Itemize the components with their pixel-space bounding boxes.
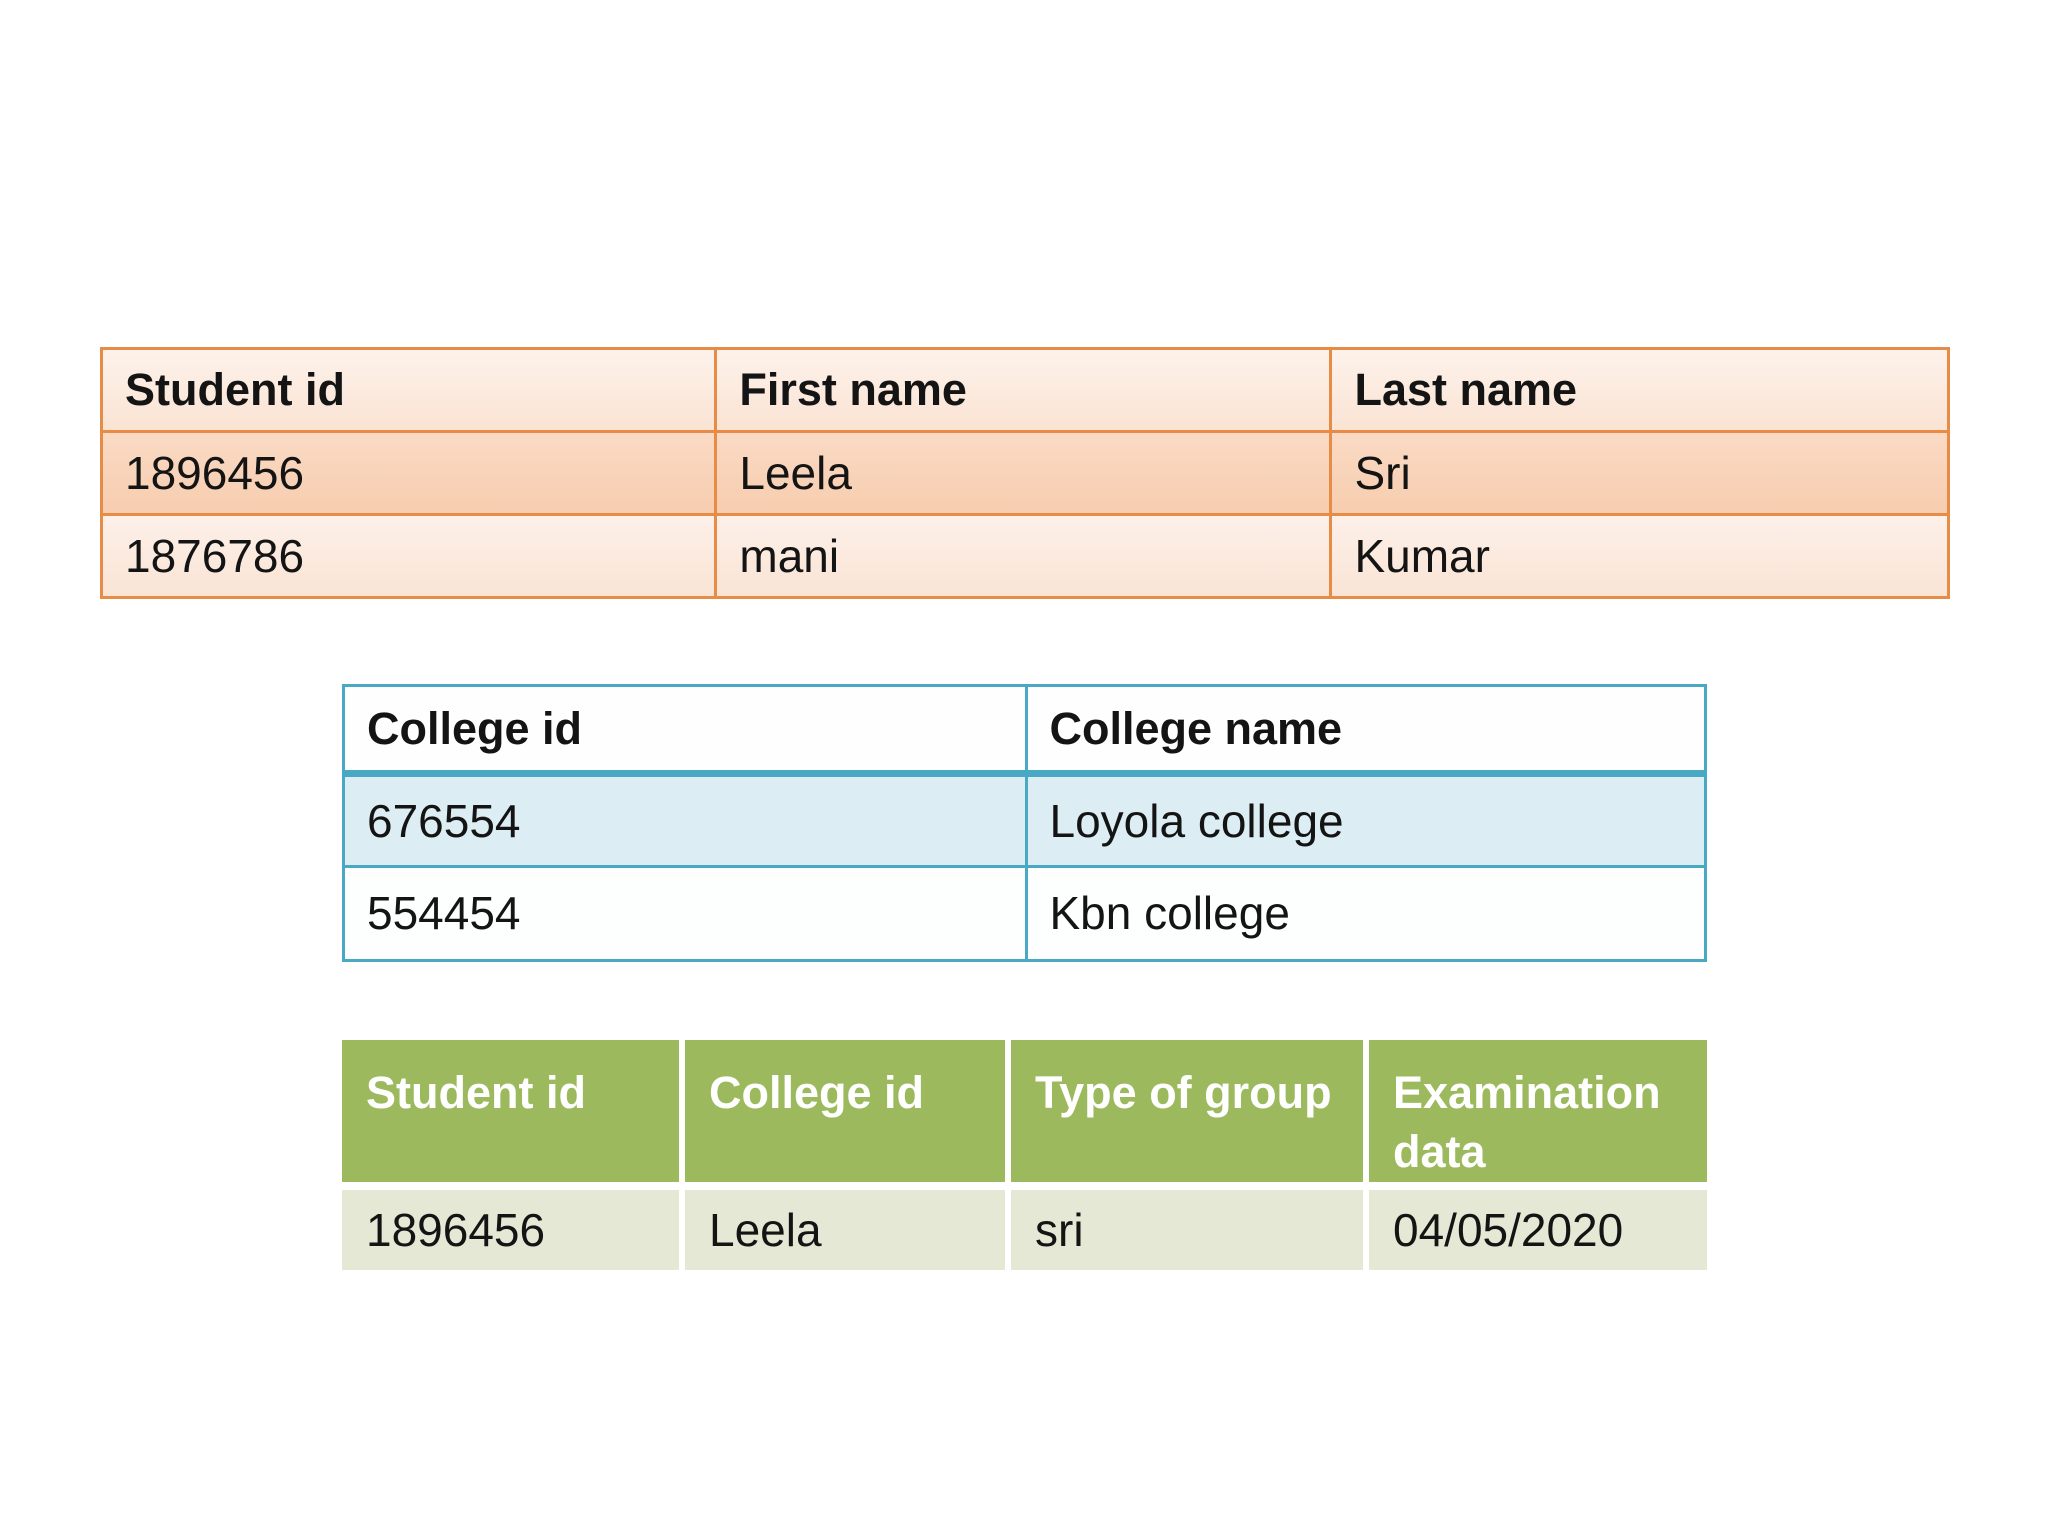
first-name-cell: mani — [714, 516, 1330, 596]
student-id-cell: 1896456 — [103, 433, 715, 513]
college-id-cell: 554454 — [345, 868, 1025, 959]
enrollment-examination-data-cell: 04/05/2020 — [1369, 1190, 1707, 1270]
college-table-header-college-name: College name — [1024, 687, 1704, 770]
student-table-header-row: Student id First name Last name — [103, 350, 1947, 433]
student-table-header-student-id: Student id — [103, 350, 715, 430]
student-table: Student id First name Last name 1896456 … — [100, 347, 1950, 599]
college-table-header-college-id: College id — [345, 687, 1025, 770]
student-table-header-last-name: Last name — [1329, 350, 1947, 430]
college-name-cell: Kbn college — [1024, 868, 1704, 959]
enrollment-header-type-of-group: Type of group — [1011, 1040, 1363, 1182]
enrollment-type-of-group-cell: sri — [1011, 1190, 1363, 1270]
college-table-row: 554454 Kbn college — [345, 868, 1704, 959]
last-name-cell: Kumar — [1329, 516, 1947, 596]
student-table-header-first-name: First name — [714, 350, 1330, 430]
college-table-header-row: College id College name — [345, 687, 1704, 777]
enrollment-header-college-id: College id — [685, 1040, 1005, 1182]
enrollment-header-student-id: Student id — [342, 1040, 679, 1182]
student-table-row: 1876786 mani Kumar — [103, 516, 1947, 596]
student-table-row: 1896456 Leela Sri — [103, 433, 1947, 516]
student-id-cell: 1876786 — [103, 516, 715, 596]
college-name-cell: Loyola college — [1024, 777, 1704, 865]
enrollment-header-examination-data: Examination data — [1369, 1040, 1707, 1182]
last-name-cell: Sri — [1329, 433, 1947, 513]
college-table-row: 676554 Loyola college — [345, 777, 1704, 868]
enrollment-student-id-cell: 1896456 — [342, 1190, 679, 1270]
college-table: College id College name 676554 Loyola co… — [342, 684, 1707, 962]
college-id-cell: 676554 — [345, 777, 1025, 865]
first-name-cell: Leela — [714, 433, 1330, 513]
enrollment-college-id-cell: Leela — [685, 1190, 1005, 1270]
student-college-table: Student id College id Type of group Exam… — [342, 1040, 1707, 1270]
